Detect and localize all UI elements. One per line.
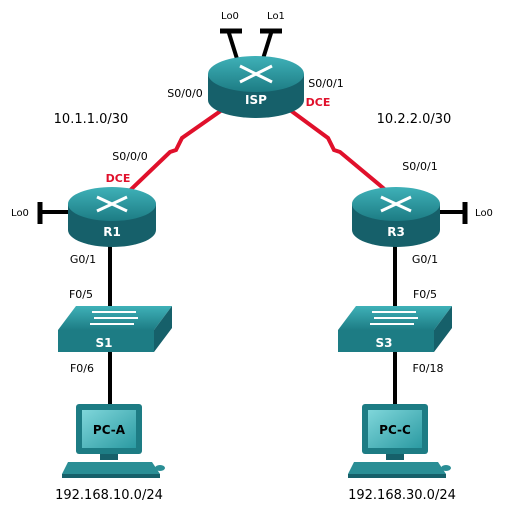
router-r3-name: R3: [387, 225, 405, 239]
router-arrows-icon: [380, 195, 412, 213]
left-wan-network-label: 10.1.1.0/30: [54, 112, 129, 127]
router-isp-name: ISP: [245, 93, 267, 107]
switch-arrows-icon: [90, 311, 138, 325]
pc-a[interactable]: PC-A: [62, 404, 165, 478]
r1-gig-interface-label: G0/1: [70, 253, 96, 266]
switch-s1-name: S1: [96, 336, 113, 350]
pc-c-network-label: 192.168.30.0/24: [348, 488, 456, 503]
router-r1-name: R1: [103, 225, 121, 239]
r3-serial-interface-label: S0/0/1: [402, 160, 437, 173]
s1-down-interface-label: F0/6: [70, 362, 94, 375]
switch-s3[interactable]: S3: [338, 306, 452, 352]
pc-a-network-label: 192.168.10.0/24: [55, 488, 163, 503]
right-wan-network-label: 10.2.2.0/30: [377, 112, 452, 127]
r1-lo0-stub: [37, 202, 70, 224]
router-isp[interactable]: ISP: [208, 56, 304, 118]
router-arrows-icon: [239, 64, 273, 84]
serial-link-isp-r1: [118, 108, 224, 202]
isp-right-dce-label: DCE: [306, 96, 331, 109]
r1-serial-interface-label: S0/0/0: [112, 150, 147, 163]
r1-lo0-label: Lo0: [11, 208, 29, 219]
pc-c-name: PC-C: [379, 423, 411, 437]
isp-lo1-label: Lo1: [267, 11, 285, 22]
switch-s1[interactable]: S1: [58, 306, 172, 352]
s1-up-interface-label: F0/5: [69, 288, 93, 301]
pc-c[interactable]: PC-C: [348, 404, 451, 478]
r1-serial-dce-label: DCE: [106, 172, 131, 185]
isp-right-interface-label: S0/0/1: [308, 77, 343, 90]
router-r1[interactable]: R1: [68, 187, 156, 247]
serial-link-isp-r3: [288, 108, 390, 194]
router-arrows-icon: [96, 195, 128, 213]
s3-up-interface-label: F0/5: [413, 288, 437, 301]
isp-left-interface-label: S0/0/0: [167, 87, 202, 100]
isp-lo0-stub: [220, 28, 242, 63]
pc-a-name: PC-A: [93, 423, 126, 437]
s3-down-interface-label: F0/18: [412, 362, 443, 375]
switch-s3-name: S3: [376, 336, 393, 350]
router-r3[interactable]: R3: [352, 187, 440, 247]
isp-lo0-label: Lo0: [221, 11, 239, 22]
r3-gig-interface-label: G0/1: [412, 253, 438, 266]
r3-lo0-label: Lo0: [475, 208, 493, 219]
switch-arrows-icon: [370, 311, 418, 325]
